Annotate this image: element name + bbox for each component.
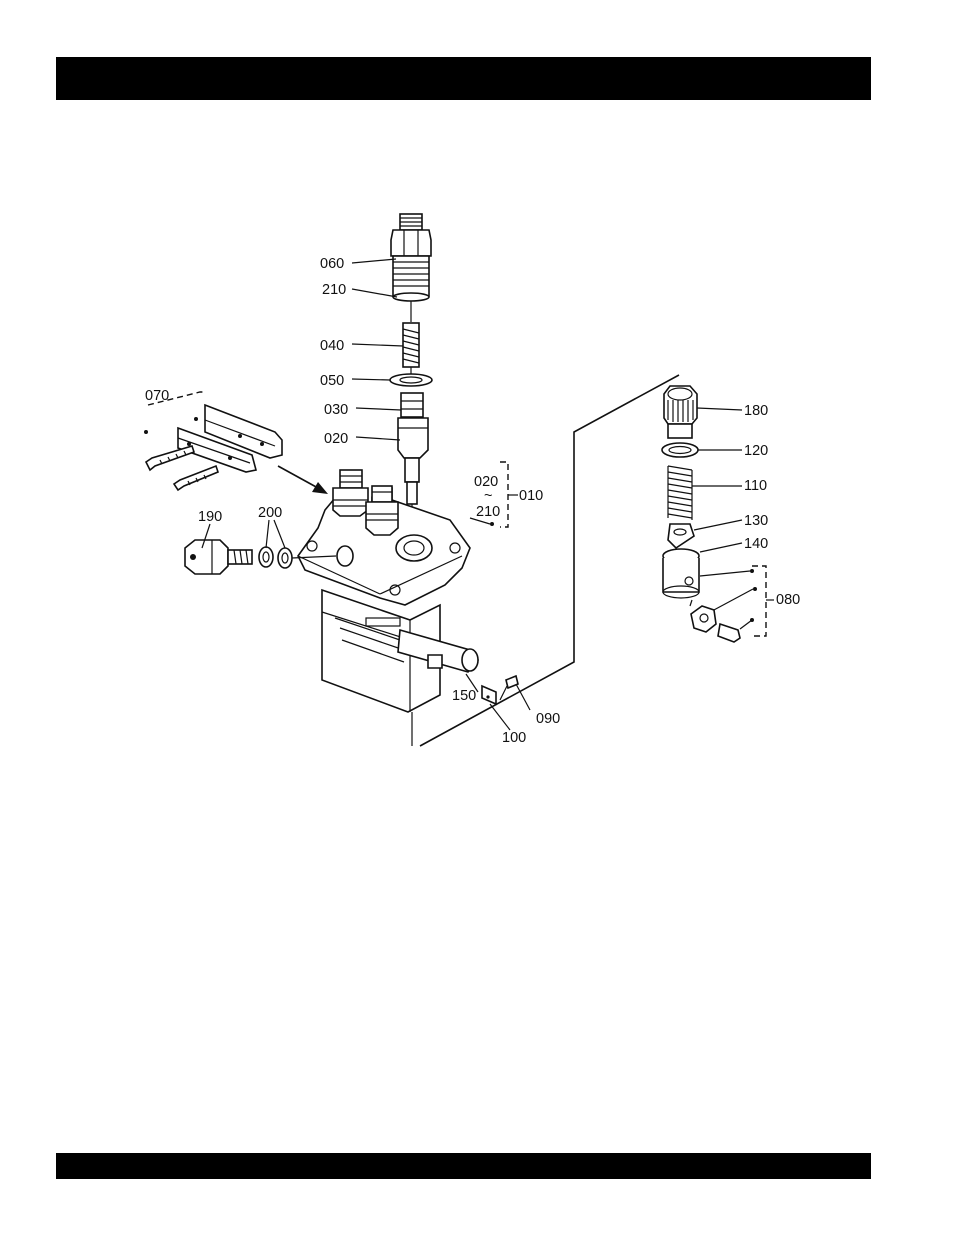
part-090-screw <box>500 676 518 700</box>
part-120-washer <box>662 443 698 457</box>
label-100: 100 <box>502 730 526 746</box>
part-140-sleeve <box>663 549 699 598</box>
part-180-cap <box>664 386 697 438</box>
label-180: 180 <box>744 403 768 419</box>
label-tilde: ~ <box>484 488 492 504</box>
label-210-top: 210 <box>322 282 346 298</box>
part-130-seat <box>668 524 694 548</box>
label-060: 060 <box>320 256 344 272</box>
label-030: 030 <box>324 402 348 418</box>
part-060-valve-holder <box>391 214 431 296</box>
label-190: 190 <box>198 509 222 525</box>
label-040: 040 <box>320 338 344 354</box>
part-080-pin-set <box>690 566 766 642</box>
label-020: 020 <box>324 431 348 447</box>
part-030-delivery-valve <box>401 393 423 417</box>
label-120: 120 <box>744 443 768 459</box>
label-200: 200 <box>258 505 282 521</box>
part-070-rack-guides <box>144 392 282 490</box>
part-050-gasket <box>390 374 432 386</box>
part-210-o-ring <box>393 293 429 301</box>
label-090: 090 <box>536 711 560 727</box>
label-080: 080 <box>776 592 800 608</box>
part-150-plate <box>482 686 496 704</box>
label-110: 110 <box>744 478 767 494</box>
part-040-spring <box>403 323 419 367</box>
label-010: 010 <box>519 488 543 504</box>
assembly-arrow <box>278 466 328 494</box>
part-190-union-bolt <box>185 540 252 574</box>
label-050: 050 <box>320 373 344 389</box>
label-150: 150 <box>452 688 476 704</box>
label-140: 140 <box>744 536 768 552</box>
label-070: 070 <box>145 388 169 404</box>
label-130: 130 <box>744 513 768 529</box>
pump-body <box>298 470 478 746</box>
label-210-group: 210 <box>476 504 500 520</box>
part-110-spring <box>668 466 692 520</box>
